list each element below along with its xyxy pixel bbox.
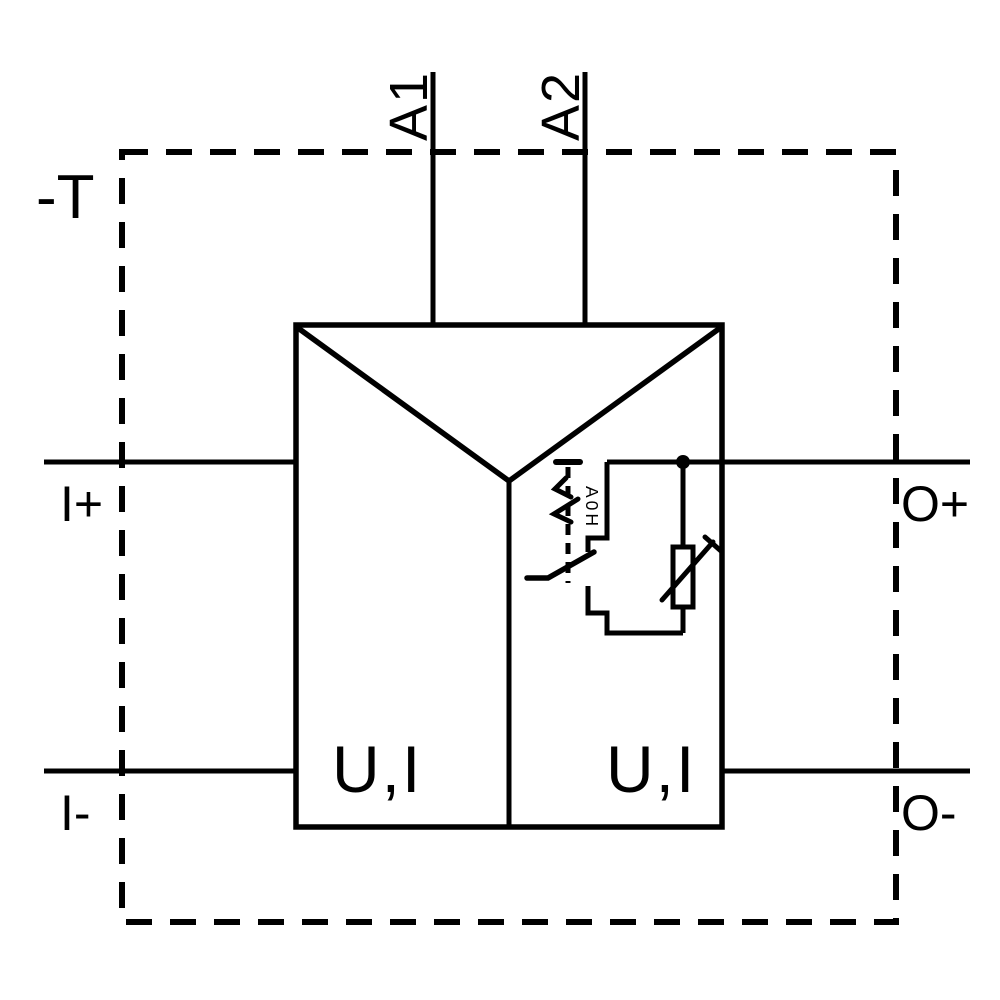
enclosure-dashed-border [119,149,899,925]
input-plus-label: I+ [60,476,103,532]
device-tag-label: -T [36,163,95,232]
input-minus-label: I- [60,785,91,841]
adjustable-resistor-body [670,544,696,610]
preset-adjustment-mark [659,534,724,603]
output-section-label: U,I [606,732,696,806]
input-section-label: U,I [332,732,422,806]
output-plus-label: O+ [901,476,969,532]
output-minus-label: O- [901,785,957,841]
junction-dot [676,455,690,469]
switch-lever [524,549,597,581]
adjuster-label: A0H [582,486,602,529]
terminal-a1-label: A1 [379,71,439,141]
terminal-a2-label: A2 [531,71,591,141]
isolation-triangle [296,325,722,485]
adjustment-arrow [548,475,581,525]
feedback-circuit-wire [585,459,725,636]
